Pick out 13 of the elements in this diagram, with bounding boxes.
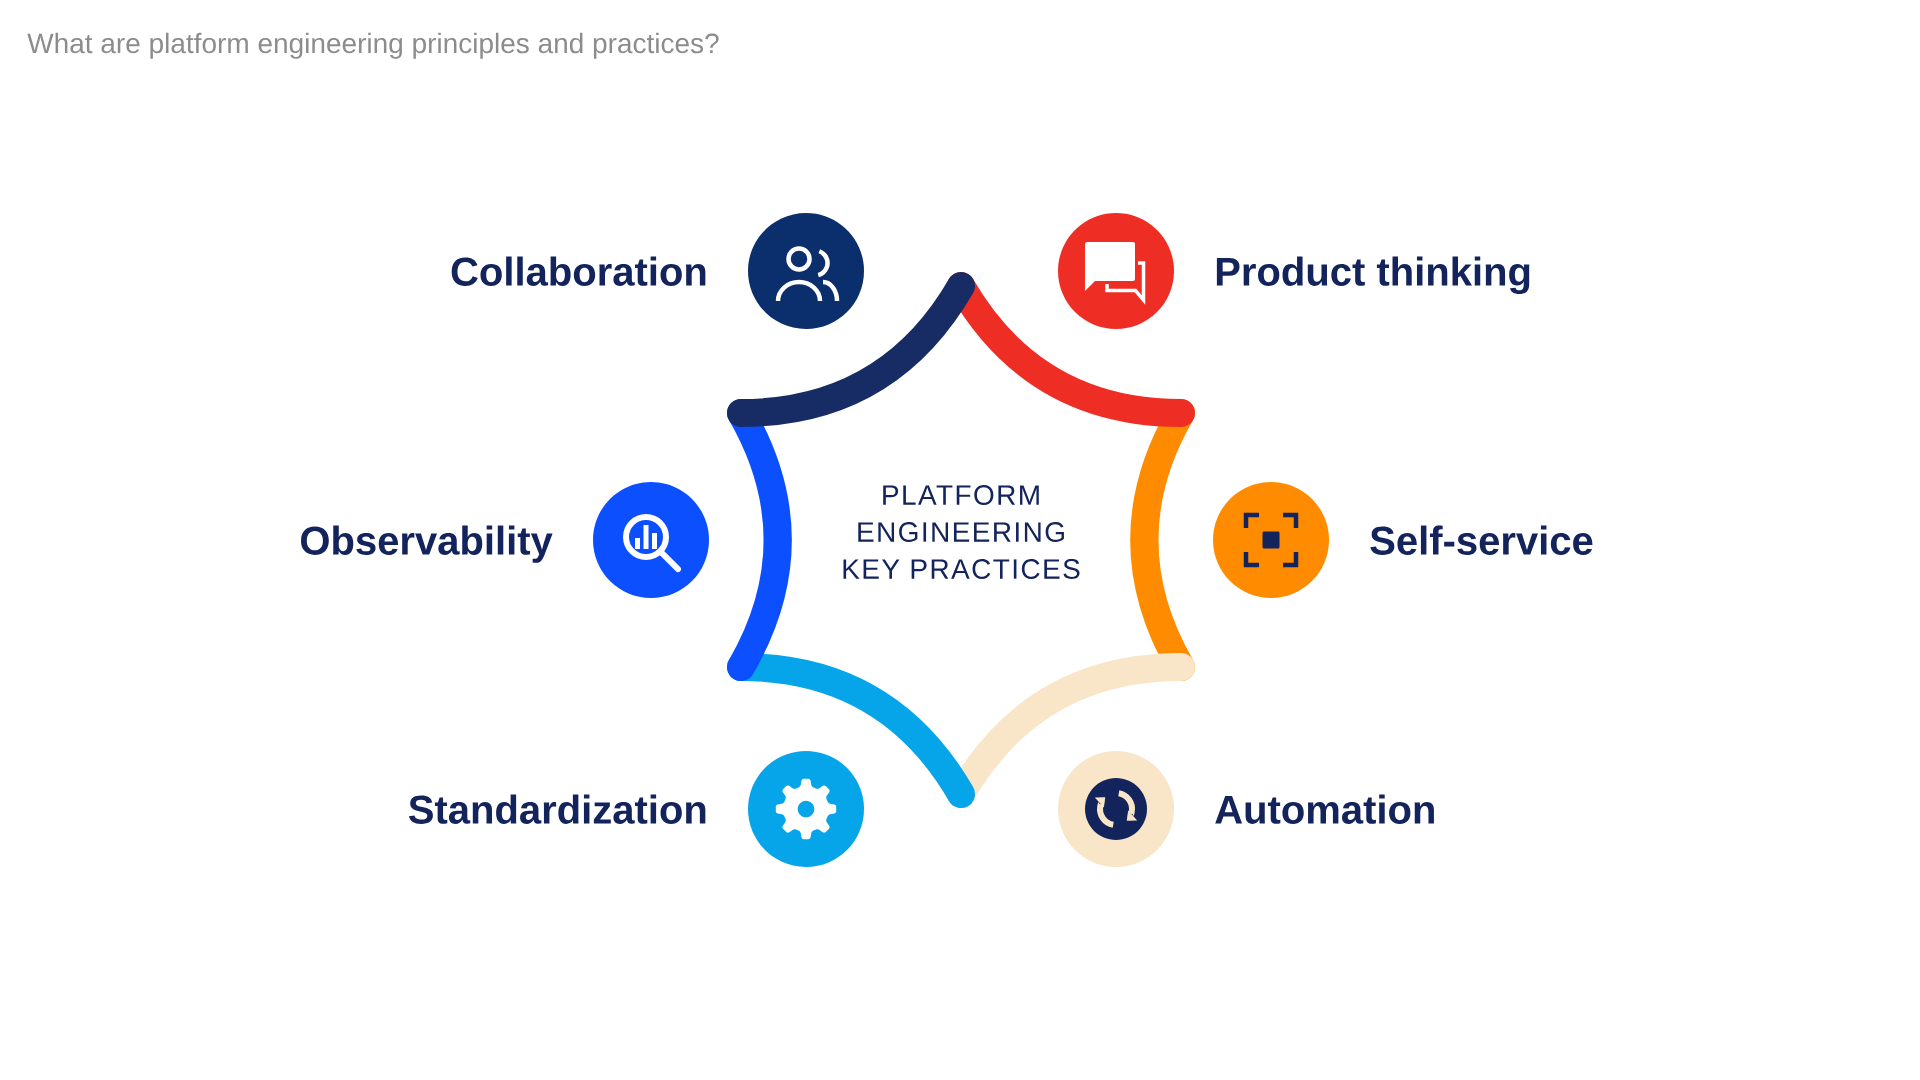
focus-frame-icon (1213, 482, 1329, 598)
label: Standardization (408, 794, 706, 824)
people-icon (748, 213, 864, 329)
title: What are platform engineering principles and practices? (27, 32, 719, 59)
label: Automation (1215, 794, 1434, 824)
label: Self-service (1370, 525, 1593, 555)
chat-icon (1058, 213, 1174, 329)
gear-icon (748, 751, 864, 867)
label: Collaboration (451, 256, 706, 286)
magnifier-icon (593, 482, 709, 598)
label: Product thinking (1216, 256, 1530, 294)
sync-icon (1058, 751, 1174, 867)
label: Observability (301, 525, 553, 563)
